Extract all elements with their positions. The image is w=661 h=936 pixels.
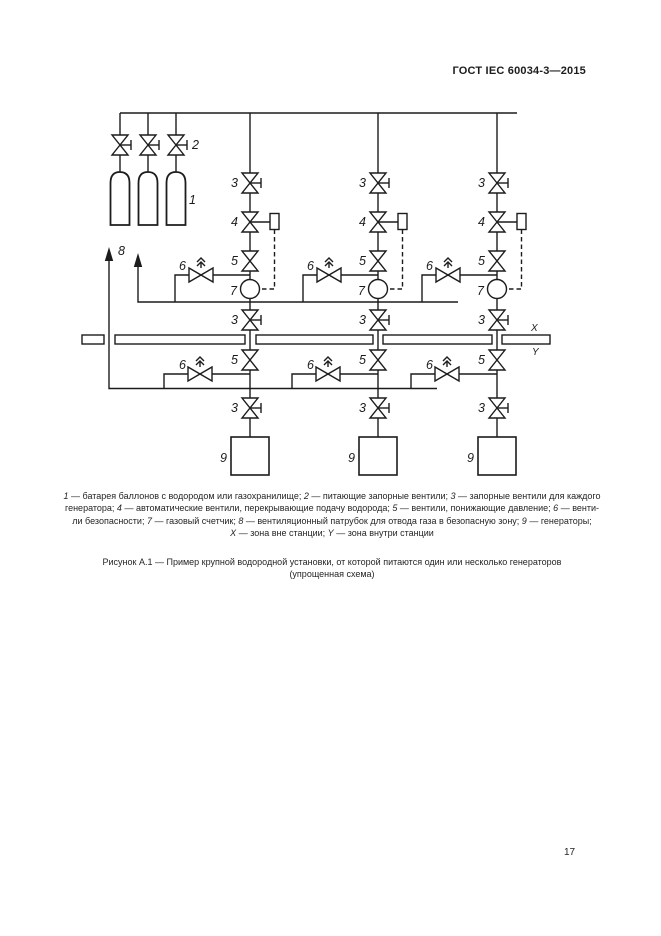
label-gas-meter: 7 [477,284,485,298]
cylinder-battery: 2 1 [109,113,199,226]
label-zone-inside: Y [532,347,540,358]
figure-caption-line: ли безопасности; 7 — газовый счетчик; 8 … [72,515,592,526]
standard-designation: ГОСТ IEC 60034-3—2015 [452,65,586,77]
label-shutoff-valve: 3 [478,176,485,190]
figure-caption-line: X — зона вне станции; Y — зона внутри ст… [230,528,434,539]
vent-stacks: 8 [104,244,458,390]
hydrogen-installation-diagram: 2 1 8 X Y 3 4 5 7 3 5 3 9 6 6 3 4 5 [81,0,551,488]
cylinder-icon [137,171,159,226]
label-auto-valve: 4 [359,215,366,229]
label-vent: 8 [118,244,125,258]
supply-branch: 3 4 5 7 3 5 3 9 6 6 [292,113,407,475]
label-zone-outside: X [530,323,538,334]
label-feed-valve: 2 [191,138,199,152]
figure-caption: 1 — батарея баллонов с водородом или газ… [24,490,640,540]
supply-branch: 3 4 5 7 3 5 3 9 6 6 [164,113,279,475]
label-shutoff-valve: 3 [231,313,238,327]
gas-cylinder [137,113,160,226]
feed-valve-icon [168,135,187,155]
label-shutoff-valve: 3 [231,401,238,415]
label-shutoff-valve: 3 [478,401,485,415]
figure-title-line: Рисунок А.1 — Пример крупной водородной … [102,557,562,567]
label-auto-valve: 4 [478,215,485,229]
vent-arrow-icon [133,253,143,267]
label-reducing-valve: 5 [359,254,366,268]
figure-title-line: (упрощенная схема) [289,569,375,580]
figure-caption-line: генератора; 4 — автоматические вентили, … [65,503,599,514]
label-battery: 1 [189,193,196,207]
label-reducing-valve: 5 [359,353,366,367]
label-gas-meter: 7 [358,284,366,298]
label-generator: 9 [220,451,227,465]
vent-pipe [108,258,437,390]
cylinder-icon [109,171,131,226]
vent-arrow-icon [104,247,114,261]
label-safety-valve: 6 [179,259,186,273]
label-generator: 9 [467,451,474,465]
label-reducing-valve: 5 [231,254,238,268]
branch-piping [292,113,407,475]
branch-piping [411,113,526,475]
vent-pipe [137,264,458,303]
label-shutoff-valve: 3 [359,401,366,415]
label-auto-valve: 4 [231,215,238,229]
label-shutoff-valve: 3 [231,176,238,190]
label-shutoff-valve: 3 [478,313,485,327]
label-gas-meter: 7 [230,284,238,298]
gas-cylinder [109,113,132,226]
label-safety-valve: 6 [179,358,186,372]
label-safety-valve: 6 [307,358,314,372]
page-number: 17 [564,847,576,858]
label-shutoff-valve: 3 [359,313,366,327]
gas-cylinder [165,113,188,226]
cylinder-icon [165,171,187,226]
label-safety-valve: 6 [426,259,433,273]
label-shutoff-valve: 3 [359,176,366,190]
station-wall: X Y [81,323,551,358]
branch-piping [164,113,279,475]
supply-branch: 3 4 5 7 3 5 3 9 6 6 [411,113,526,475]
figure-title: Рисунок А.1 — Пример крупной водородной … [24,556,640,581]
figure-caption-line: 1 — батарея баллонов с водородом или газ… [63,491,601,501]
label-safety-valve: 6 [426,358,433,372]
label-safety-valve: 6 [307,259,314,273]
label-reducing-valve: 5 [478,254,485,268]
label-generator: 9 [348,451,355,465]
label-reducing-valve: 5 [231,353,238,367]
label-reducing-valve: 5 [478,353,485,367]
feed-valve-icon [112,135,131,155]
feed-valve-icon [140,135,159,155]
